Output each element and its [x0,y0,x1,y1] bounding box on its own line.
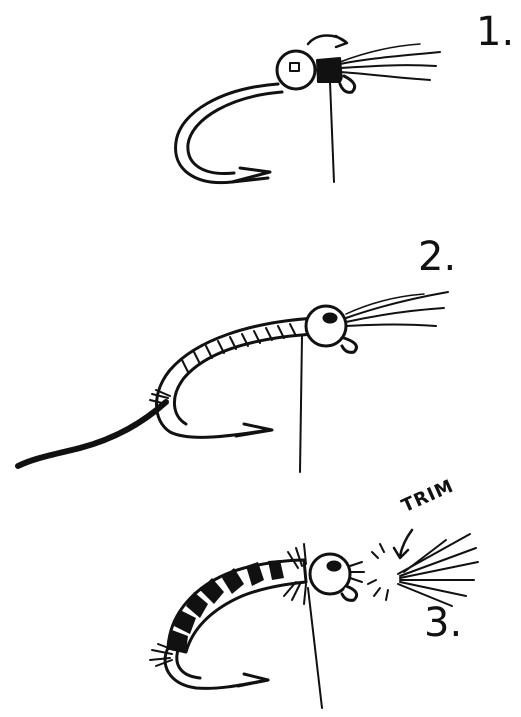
step-2-illustration [18,292,448,472]
step-1-illustration [176,36,440,183]
step-3-number: 3. [424,603,462,643]
step-2-bead [306,306,346,346]
step-1-bobbin-thread [330,82,334,182]
step-3-bobbin-thread [308,588,322,708]
step-2-wire-tag [18,402,166,466]
step-3-cut-marks [368,544,388,600]
step-3-bead [310,554,350,594]
step-3-trimmed-fibers [398,534,478,606]
step-1-number: 1. [476,12,514,52]
step-2-number: 2. [418,237,456,277]
step-2-bobbin-thread [300,336,302,472]
